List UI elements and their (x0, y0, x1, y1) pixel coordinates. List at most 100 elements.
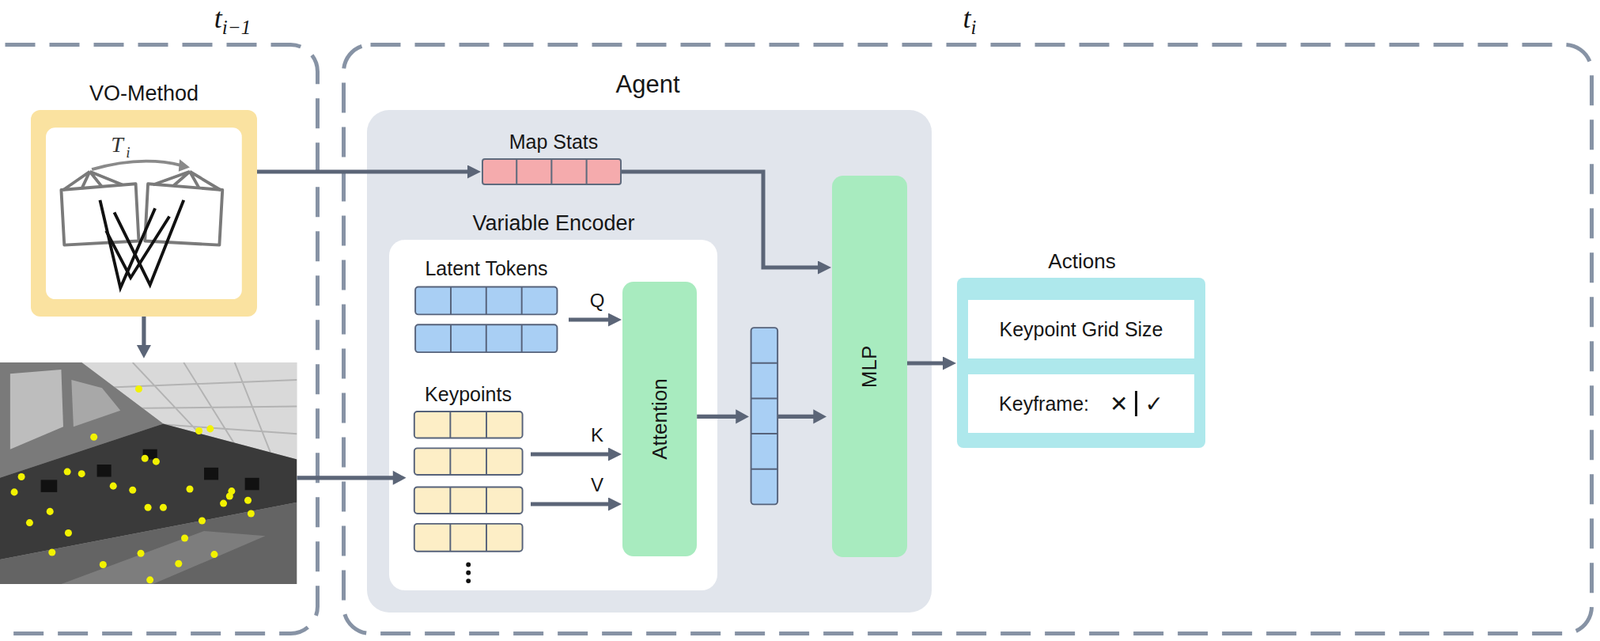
action-option: Keyframe:✕✓ (968, 374, 1195, 433)
dashed-border (0, 45, 318, 634)
edge-label: Q (590, 289, 606, 311)
keypoint-dot (18, 472, 26, 481)
heading-wrap: Latent Tokens (424, 257, 548, 280)
latent-tokens-group: Latent Tokens (415, 287, 557, 352)
keypoint-dot (109, 482, 118, 490)
heading-text: Latent Tokens (424, 257, 548, 280)
edge-label-wrap: V (590, 475, 604, 495)
flow-line (777, 414, 814, 419)
image-monitor (41, 479, 58, 492)
dashed-outline (0, 42, 320, 636)
image-window (10, 369, 64, 450)
ceiling-grid (97, 362, 298, 453)
continuation-dot (465, 562, 471, 568)
camera-frame (60, 183, 139, 245)
heading-text: Actions (1047, 249, 1116, 273)
image-monitor (97, 464, 112, 477)
encoded-vector (751, 327, 779, 504)
map-stats-vector: Map Stats (481, 158, 622, 186)
vo-method-box: VO-Method (30, 109, 258, 317)
vo-inner-panel (45, 127, 243, 299)
keypoint-dot (244, 496, 252, 504)
variable-encoder-box: Latent TokensKeypointsAttentionVariable … (389, 239, 718, 591)
mlp-block: MLP (832, 175, 908, 557)
time-label: ti−1 (214, 3, 251, 33)
vector-cell-divider (751, 363, 779, 470)
time-label: ti (963, 3, 977, 33)
keypoint-dot (206, 424, 214, 432)
keypoint-dot (11, 487, 19, 496)
heading-text: VO-Method (89, 81, 199, 106)
label-wrap: i (125, 144, 130, 160)
camera-frustums (60, 171, 223, 246)
keypoint-dot (174, 559, 182, 568)
time-subscript: i (971, 16, 977, 38)
token-bar (414, 411, 523, 439)
flow-arrow-head (813, 408, 827, 424)
flow-arrow (621, 171, 818, 268)
match-lines (99, 200, 184, 288)
keypoints-group: Keypoints (414, 411, 523, 552)
image-monitor (143, 449, 158, 460)
option-text: Keypoint Grid Size (998, 317, 1163, 341)
heading-wrap: Actions (1047, 249, 1116, 274)
choice-symbol: ✓ (1144, 390, 1163, 417)
image-wall (0, 362, 163, 478)
option-text: Keyframe: (998, 392, 1090, 416)
match-line (99, 200, 156, 288)
flow-line (141, 316, 146, 346)
token-bar (415, 324, 557, 352)
attention-block: Attention (622, 281, 697, 557)
continuation-dot (465, 570, 471, 575)
keypoint-dot (64, 529, 72, 537)
keypoint-dot (48, 548, 56, 556)
time-symbol: t (963, 2, 972, 35)
keypoint-dot (152, 457, 160, 466)
token-cell-divider (450, 411, 487, 552)
flow-arrow (907, 361, 943, 366)
keypoint-dot (46, 507, 54, 515)
keypoint-dot (135, 385, 143, 393)
keypoint-dot (181, 533, 189, 541)
keypoint-dot (137, 549, 145, 557)
keypoint-dot (64, 468, 72, 476)
heading-wrap: VO-Method (89, 81, 199, 106)
block-label: MLP (857, 344, 882, 387)
keypoint-dot (90, 433, 98, 441)
agent-panel: Map StatsLatent TokensKeypoints Attention… (366, 109, 932, 613)
keypoint-dot (227, 487, 235, 495)
flow-arrow-head (735, 408, 749, 424)
image-floor (0, 502, 297, 584)
keypoint-dot (210, 550, 218, 558)
pose-subscript: i (125, 143, 130, 161)
pose-arc-head (178, 158, 190, 171)
token-bar (415, 287, 557, 315)
vector-cell-divider (516, 158, 587, 186)
heading-text: Variable Encoder (472, 211, 635, 235)
camera-rays (63, 171, 123, 190)
flow-line (696, 414, 737, 419)
vector-bar (751, 327, 779, 504)
heading-wrap: Keypoints (424, 382, 512, 406)
continuation-dot (465, 578, 471, 583)
image-desks (0, 423, 297, 560)
flow-arrow-head (136, 344, 152, 359)
keypoint-dot (185, 484, 193, 492)
flow-arrow (257, 170, 468, 174)
time-step-region: Map StatsLatent TokensKeypoints Attention… (341, 42, 1594, 636)
keypoint-image (0, 362, 297, 584)
keypoint-dot (144, 503, 152, 511)
heading-text: Map Stats (509, 130, 599, 153)
match-line (105, 216, 170, 278)
edge-label: K (590, 423, 604, 446)
camera-frame (144, 183, 223, 245)
keypoint-dot (219, 499, 227, 507)
heading-wrap: Map Stats (509, 130, 599, 154)
image-monitor (245, 477, 260, 490)
token-bar (414, 523, 523, 552)
image-monitor (204, 467, 219, 480)
layout-drawing (0, 127, 827, 584)
edge-label: V (590, 473, 604, 496)
token-cell-divider (450, 287, 522, 353)
